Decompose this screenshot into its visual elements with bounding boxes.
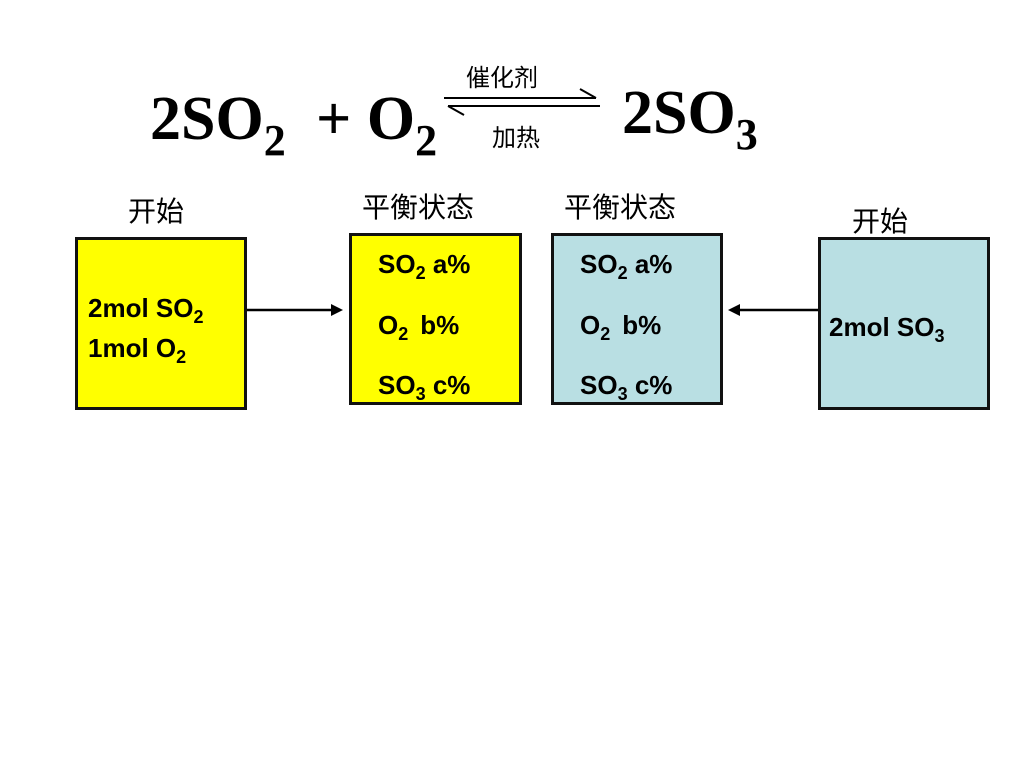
label-equilibrium-2: 平衡状态 bbox=[564, 191, 677, 224]
eq2-row-so2: SO2 a% bbox=[580, 249, 673, 283]
arrow-to-equilibrium-2 bbox=[728, 304, 820, 316]
box-start-left-line1: 2mol SO2 bbox=[88, 293, 204, 327]
product-so3: 2SO3 bbox=[622, 79, 758, 159]
label-start-left: 开始 bbox=[128, 195, 185, 228]
reactant-so2: 2SO2 bbox=[150, 85, 286, 165]
reversible-arrow bbox=[444, 88, 600, 116]
condition-catalyst: 催化剂 bbox=[466, 64, 538, 92]
eq1-row-so3: SO3 c% bbox=[378, 370, 471, 404]
label-equilibrium-1: 平衡状态 bbox=[362, 191, 475, 224]
box-start-right: 2mol SO3 bbox=[818, 237, 990, 410]
condition-heat: 加热 bbox=[492, 124, 540, 152]
box-start-left-line2: 1mol O2 bbox=[88, 333, 187, 367]
box-start-right-line1: 2mol SO3 bbox=[829, 312, 945, 346]
box-start-left: 2mol SO2 1mol O2 bbox=[75, 237, 247, 410]
arrow-to-equilibrium-1 bbox=[247, 304, 343, 316]
label-start-right: 开始 bbox=[852, 205, 909, 238]
eq1-row-so2: SO2 a% bbox=[378, 249, 471, 283]
reactant-o2: + O2 bbox=[316, 85, 438, 165]
eq2-row-so3: SO3 c% bbox=[580, 370, 673, 404]
